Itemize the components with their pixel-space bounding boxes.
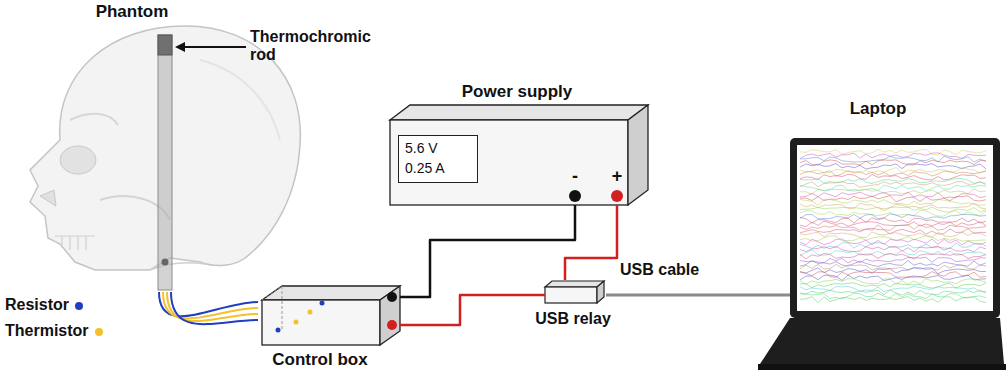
signal-trace — [800, 214, 986, 219]
terminal-sign: - — [572, 166, 578, 187]
signal-trace — [800, 185, 986, 191]
signal-trace — [800, 167, 986, 173]
wire — [565, 205, 617, 280]
usb-relay: USB relay — [540, 280, 606, 332]
signal-trace — [800, 189, 986, 194]
signal-trace — [800, 171, 986, 177]
signal-trace — [800, 156, 986, 162]
control-box — [262, 286, 400, 345]
legend-dot — [75, 302, 83, 310]
node-label: 5.6 V — [405, 140, 438, 156]
wire-strand — [171, 292, 258, 324]
signal-trace — [800, 239, 986, 245]
signal-trace — [800, 272, 986, 278]
node-label: 0.25 A — [405, 160, 445, 176]
signal-trace — [800, 221, 986, 227]
signal-trace — [800, 174, 986, 180]
node-label: Phantom — [96, 2, 169, 22]
signal-trace — [800, 254, 986, 260]
signal-trace — [800, 257, 986, 263]
power-supply: Power supply 5.6 V 0.25 A — [385, 80, 650, 205]
signal-trace — [800, 293, 986, 299]
signal-trace — [800, 246, 986, 252]
node-label: Control box — [272, 350, 367, 370]
signal-trace — [800, 192, 986, 198]
signal-trace — [800, 297, 986, 303]
wire — [159, 292, 258, 324]
leader-arrow — [175, 42, 246, 52]
node-label: Power supply — [462, 82, 573, 102]
signal-trace — [800, 290, 986, 295]
node-label: Laptop — [850, 99, 907, 119]
signal-trace — [800, 225, 986, 231]
legend-text: Thermistor — [5, 322, 89, 340]
signal-trace — [800, 207, 986, 212]
legend-dot — [95, 328, 103, 336]
thermochromic-rod — [158, 35, 172, 290]
wire — [400, 205, 575, 297]
power-supply — [390, 105, 648, 205]
legend-text: Resistor — [5, 296, 69, 314]
part-label: Thermochromic rod — [250, 28, 375, 65]
signal-trace — [800, 283, 986, 288]
signal-trace — [800, 196, 986, 202]
wire — [400, 295, 540, 325]
laptop — [758, 138, 1006, 370]
laptop: Laptop — [780, 95, 1006, 374]
terminal-sign: + — [612, 166, 623, 187]
node-label: USB relay — [535, 310, 611, 328]
wire-line — [606, 294, 780, 297]
signal-trace — [800, 153, 986, 159]
display-panel: 5.6 V 0.25 A — [398, 135, 478, 183]
wire-line — [565, 205, 617, 280]
wire — [606, 295, 780, 296]
wire-line — [400, 205, 575, 297]
signal-trace — [800, 236, 986, 242]
signal-trace — [800, 275, 986, 281]
usb-relay — [540, 281, 604, 303]
wire-line — [400, 295, 540, 325]
signal-trace — [800, 279, 986, 285]
control-box: Control box — [258, 283, 400, 371]
signal-trace — [800, 200, 986, 206]
edge-label: USB cable — [620, 261, 699, 279]
signal-trace — [800, 181, 986, 187]
